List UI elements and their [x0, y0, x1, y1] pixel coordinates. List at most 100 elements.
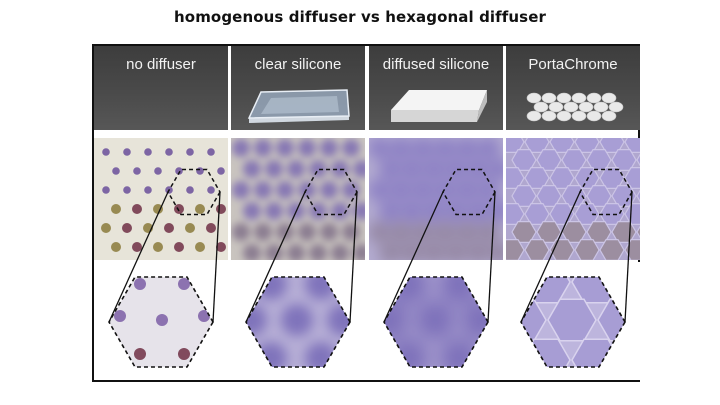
column-label-clear-silicone: clear silicone [254, 56, 342, 73]
pattern-portachrome [506, 138, 640, 260]
zoom-blob [389, 277, 429, 304]
zoom-portachrome-image [520, 276, 626, 368]
hex-cell [636, 225, 640, 239]
light-dot [153, 204, 163, 214]
light-blob [298, 139, 316, 157]
zoom-diffused-silicone [369, 262, 503, 380]
light-blob [342, 139, 360, 157]
light-blob [309, 160, 327, 178]
light-blob [423, 158, 445, 180]
top-panel-no-diffuser: no diffuser [94, 46, 228, 130]
zoom-dot [134, 348, 146, 360]
light-blob [401, 158, 423, 180]
light-blob [379, 200, 401, 222]
zoom-blob [439, 338, 479, 367]
zoom-dot [198, 310, 210, 322]
hex-bump [578, 101, 594, 113]
zoom-clear-silicone-image [245, 276, 351, 368]
light-dot [216, 204, 226, 214]
light-dot [175, 167, 183, 175]
light-blob [369, 221, 390, 243]
light-blob [342, 223, 360, 241]
light-dot [144, 148, 152, 156]
light-dot [123, 186, 131, 194]
light-dot [132, 204, 142, 214]
hex-cell [549, 238, 575, 260]
light-blob [243, 202, 261, 220]
pattern-diffused-silicone [369, 138, 503, 260]
light-dot [154, 167, 162, 175]
light-dot [164, 223, 174, 233]
light-dot [102, 186, 110, 194]
pattern-clear-silicone [231, 138, 365, 260]
light-dot [143, 223, 153, 233]
light-blob [434, 179, 456, 201]
pattern-diffused-silicone-image [369, 138, 503, 260]
light-blob [456, 138, 478, 159]
light-dot [174, 242, 184, 252]
zoom-blob [305, 277, 337, 300]
light-blob [423, 200, 445, 222]
hex-cell [574, 238, 600, 260]
light-dot [217, 167, 225, 175]
hex-cell [524, 238, 550, 260]
hex-bump [571, 92, 587, 104]
light-blob [243, 160, 261, 178]
light-blob [287, 160, 305, 178]
light-dot [195, 204, 205, 214]
light-dot [123, 148, 131, 156]
light-blob [478, 179, 500, 201]
pattern-no-diffuser-image [94, 138, 228, 260]
light-dot [165, 148, 173, 156]
light-blob [287, 202, 305, 220]
figure-title: homogenous diffuser vs hexagonal diffuse… [174, 8, 546, 26]
hex-cell [624, 138, 640, 153]
zoom-blob [246, 304, 267, 336]
light-blob [331, 202, 349, 220]
light-blob [412, 179, 434, 201]
light-blob [412, 221, 434, 243]
zoom-no-diffuser [94, 262, 228, 380]
light-blob [309, 244, 327, 260]
hex-cell [636, 153, 640, 167]
zoom-clear-silicone [231, 262, 365, 380]
light-dot [185, 223, 195, 233]
light-dot [207, 148, 215, 156]
light-dot [206, 223, 216, 233]
zoom-hex-cell [571, 338, 621, 367]
zoom-blob [305, 342, 337, 367]
hex-cell [599, 238, 625, 260]
light-blob [478, 221, 500, 243]
light-dot [196, 167, 204, 175]
zoom-dot [156, 314, 168, 326]
light-blob [390, 179, 412, 201]
light-blob [254, 139, 272, 157]
hex-bump [556, 110, 572, 122]
light-blob [265, 160, 283, 178]
light-blob [478, 138, 500, 159]
light-dot [174, 204, 184, 214]
hex-cell [636, 189, 640, 203]
light-dot [102, 148, 110, 156]
zoom-hex-cell [597, 298, 625, 342]
light-dot [165, 186, 173, 194]
light-blob [320, 181, 338, 199]
light-blob [320, 139, 338, 157]
light-blob [232, 223, 250, 241]
pattern-no-diffuser [94, 138, 228, 260]
hex-bump [608, 101, 624, 113]
hex-bump [601, 92, 617, 104]
hex-bump [556, 92, 572, 104]
light-dot [207, 186, 215, 194]
zoom-blob [415, 300, 455, 340]
light-blob [445, 200, 467, 222]
light-blob [276, 223, 294, 241]
hex-bump [586, 92, 602, 104]
pattern-clear-silicone-image [231, 138, 365, 260]
zoom-blob [461, 300, 488, 340]
light-blob [390, 138, 412, 159]
light-blob [232, 139, 250, 157]
zoom-blob [439, 277, 479, 304]
light-blob [434, 138, 456, 159]
light-blob [445, 158, 467, 180]
